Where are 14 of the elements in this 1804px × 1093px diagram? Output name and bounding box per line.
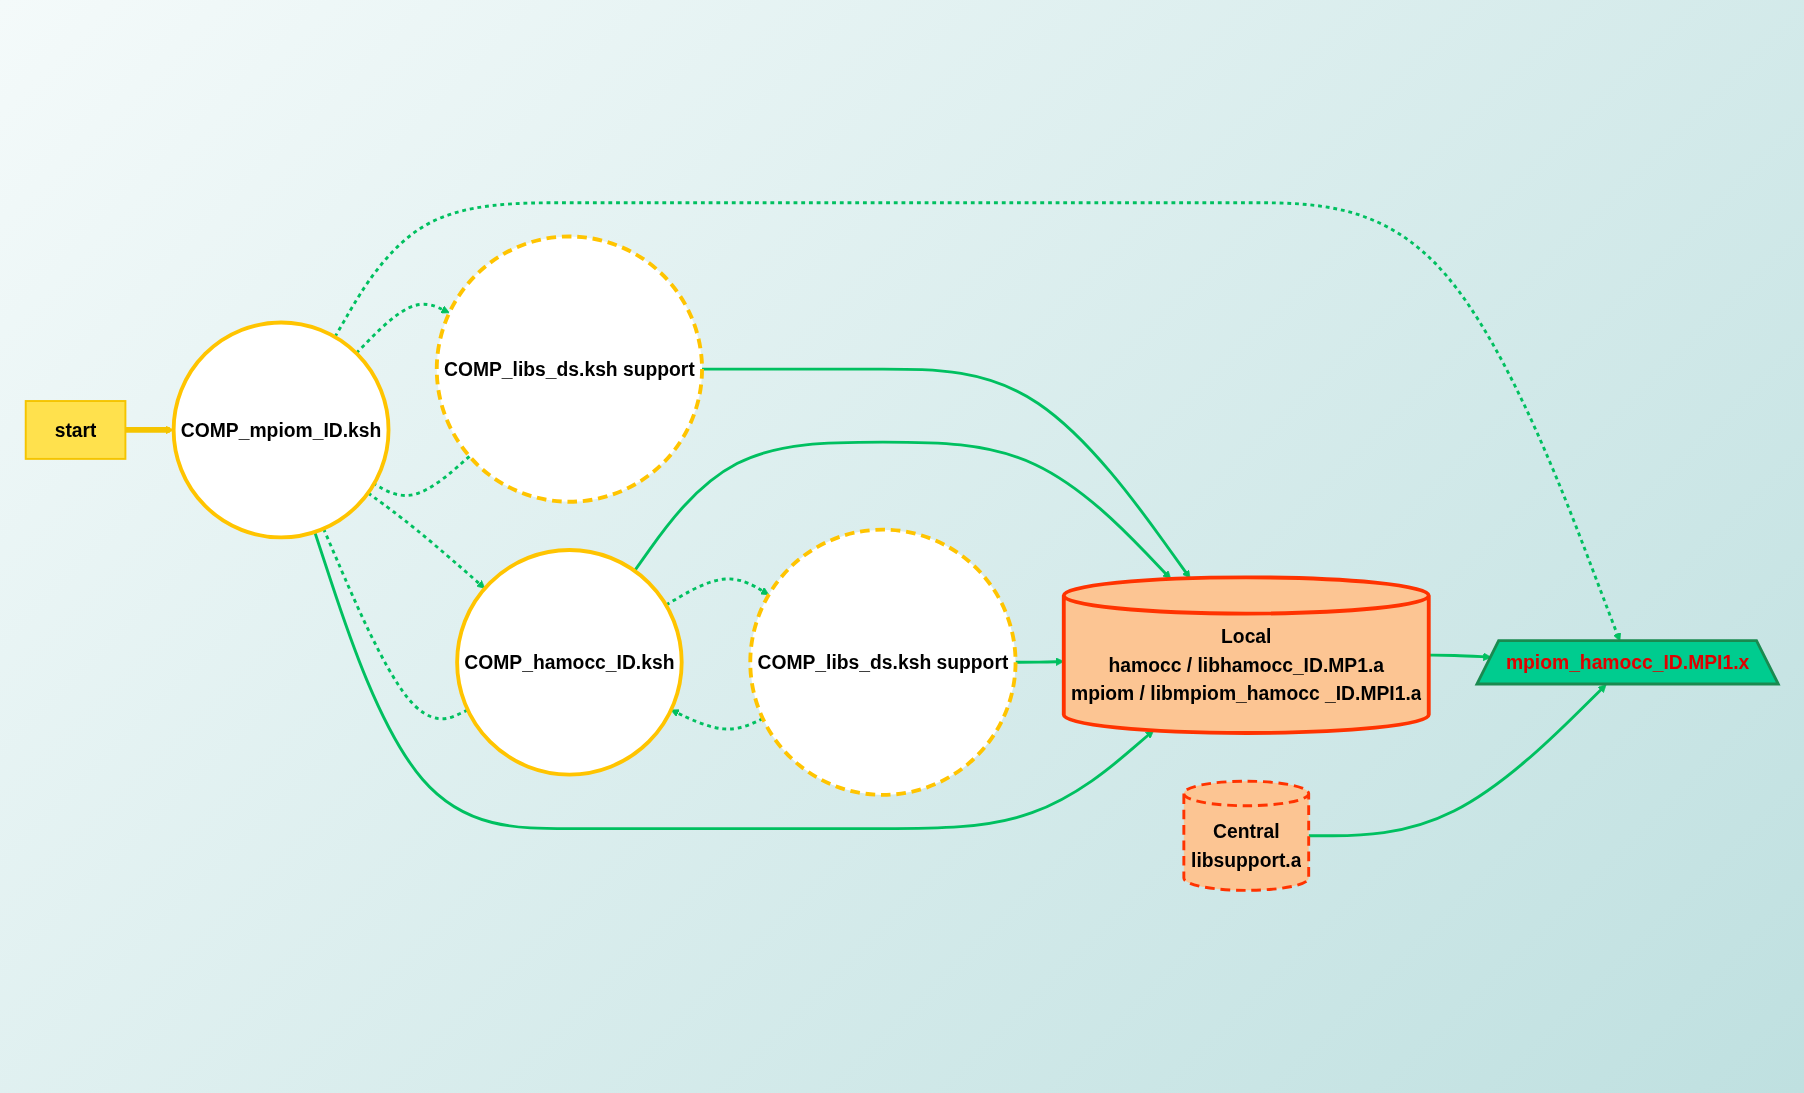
arrow bbox=[367, 491, 486, 589]
node-circle: COMP_mpiom_ID.ksh bbox=[171, 320, 391, 540]
node-circle: COMP_hamocc_ID.ksh bbox=[455, 548, 684, 777]
node-circle: COMP_libs_ds.ksh support bbox=[434, 234, 704, 504]
arrow bbox=[1308, 684, 1607, 838]
node-circle: COMP_libs_ds.ksh support bbox=[748, 527, 1018, 797]
arrow bbox=[670, 709, 764, 731]
node-box: start bbox=[24, 400, 127, 460]
connector bbox=[373, 455, 471, 497]
arrow bbox=[313, 531, 1155, 831]
arrow bbox=[1428, 652, 1492, 661]
arrow bbox=[665, 577, 770, 607]
arrow bbox=[355, 302, 450, 355]
arrow bbox=[633, 440, 1172, 580]
